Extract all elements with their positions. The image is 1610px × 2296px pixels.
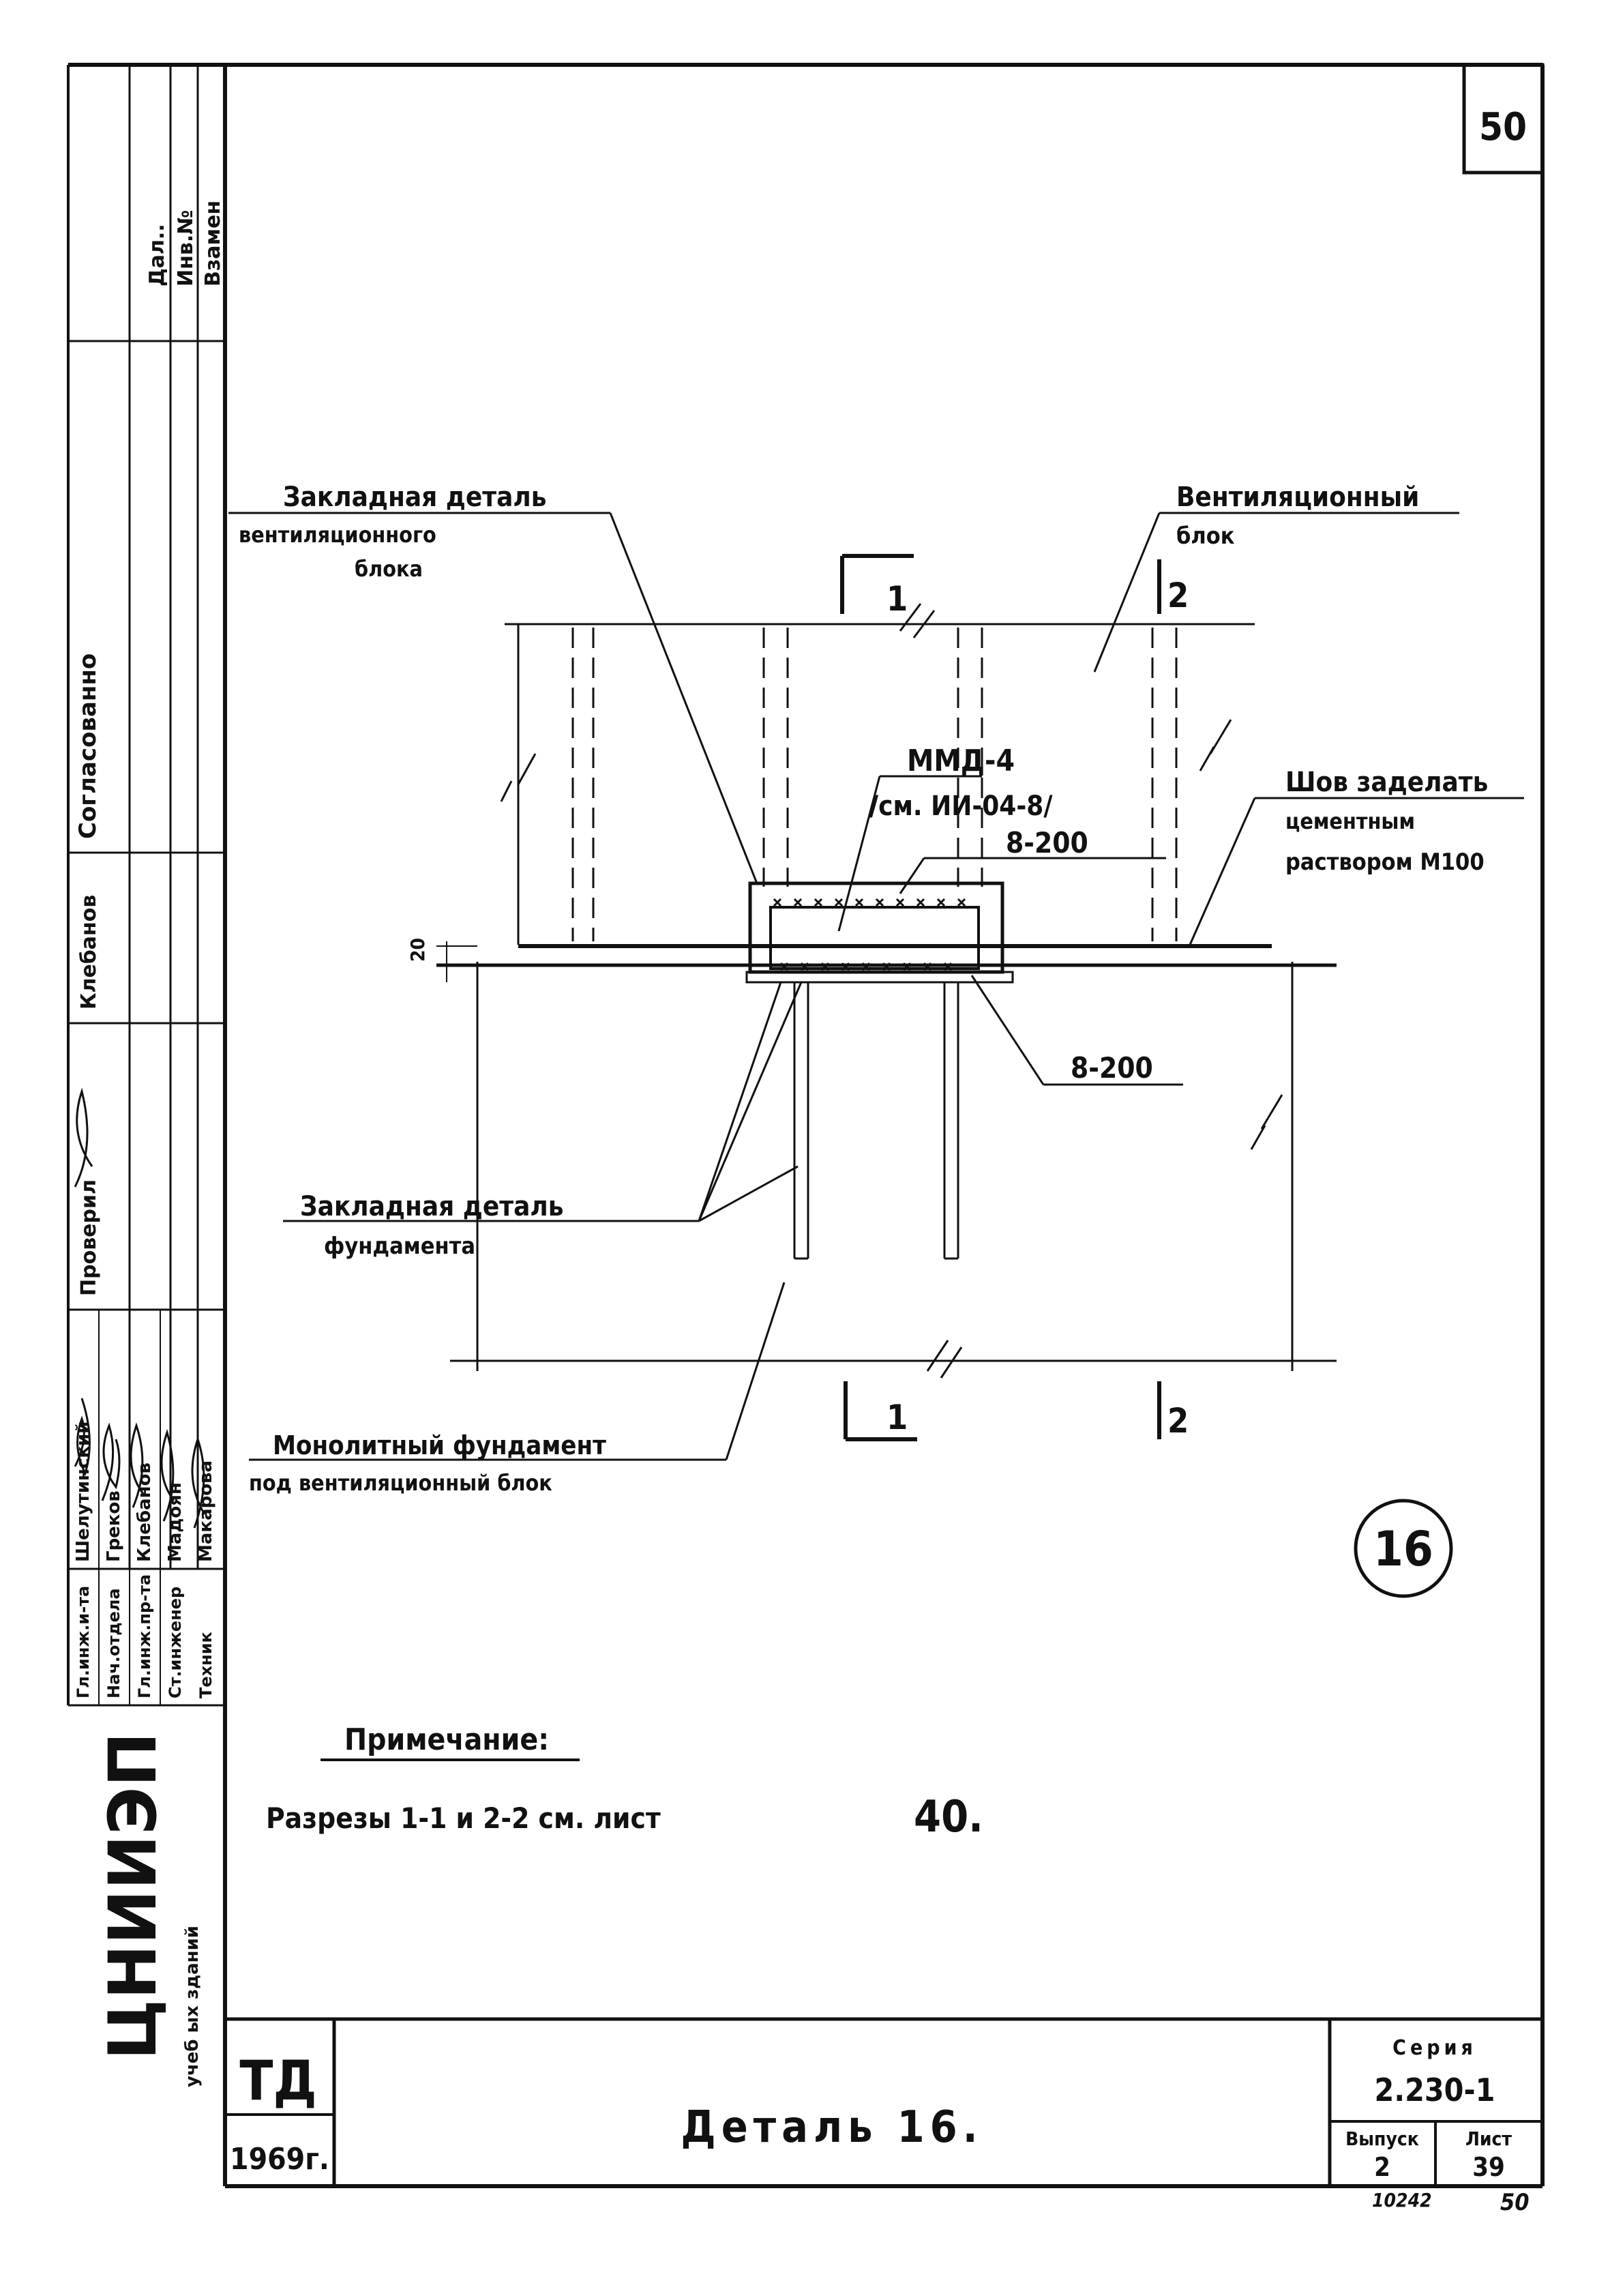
signature-4 [160,1428,175,1522]
stamp-role-2: Нач.отдела [104,1588,123,1698]
sheet-frame [67,63,1545,2188]
label-seam-3: раствором М100 [1285,849,1485,876]
foundation [436,962,1337,1371]
label-seam-2: цементным [1285,808,1415,834]
note-title: Примечание: [344,1722,549,1757]
embedded-parts [745,881,1014,1260]
label-embedded-vent: Закладная деталь вентиляционного блока [228,482,758,884]
label-embedded-vent-1: Закладная деталь [283,482,546,513]
tb-td: ТД [239,2049,316,2113]
label-embedded-vent-2: вентиляционного [239,522,436,548]
label-mark-ref: /см. ИИ-04-8/ [869,791,1053,822]
title-block: ТД 1969г. Деталь 16. Серия 2.230-1 Выпус… [225,2017,1542,2216]
signature-1 [74,1398,91,1477]
stamp-role-5: Техник [196,1632,215,1698]
stamp-institute: ЦНИИЭП [95,1732,171,2060]
tb-year: 1969г. [230,2142,329,2177]
stamp-check-label: Проверил [77,1179,101,1296]
label-vent-block-1: Вентиляционный [1176,482,1419,513]
stamp-role-1: Гл.инж.и-та [74,1586,93,1698]
section-1-top: 1 [886,579,908,619]
label-weld-bottom-text: 8-200 [1071,1051,1153,1085]
label-weld-top-text: 8-200 [1006,826,1088,859]
vent-block [500,623,1272,948]
sheet-number-box: 50 [1462,63,1545,175]
signature-3 [130,1422,145,1508]
note-sheet: 40. [914,1792,983,1842]
label-monolith-2: под вентиляционный блок [249,1470,552,1496]
side-stamp: Взамен Инв.№ Дал.. Согласованно Клебанов… [67,201,225,2087]
label-mark-top: ММД-4 [907,744,1015,778]
stamp-inv: Инв.№ [174,210,198,286]
stamp-role-3: Гл.инж.пр-та [135,1574,154,1698]
detail-circle: 16 [1354,1499,1453,1598]
label-vent-block: Вентиляционный блок [1093,482,1459,673]
note: Примечание: Разрезы 1-1 и 2-2 см. лист 4… [266,1722,983,1842]
tb-sheet-label: Лист [1465,2128,1512,2150]
tb-stamp-number: 10242 [1372,2189,1432,2211]
dimension-20: 20 [406,938,477,982]
dimension-20-label: 20 [406,938,429,962]
label-embedded-vent-3: блока [355,556,423,582]
label-embedded-foundation-2: фундамента [324,1233,475,1260]
tb-sheet-old: 50 [1500,2189,1530,2216]
tb-title: Деталь 16. [681,2102,983,2153]
stamp-name-2: Греков [104,1490,124,1562]
label-vent-block-2: блок [1176,523,1235,550]
detail-number: 16 [1373,1521,1433,1577]
signature-5 [191,1436,206,1529]
section-2-top: 2 [1167,576,1189,615]
stamp-role-4: Ст.инженер [166,1587,185,1698]
stamp-approval-name: Клебанов [77,895,101,1010]
stamp-name-3: Клебанов [134,1462,155,1562]
tb-issue-value: 2 [1374,2152,1390,2182]
note-text: Разрезы 1-1 и 2-2 см. лист [266,1801,661,1835]
stamp-approval-label: Согласованно [74,653,102,839]
signature-2 [101,1422,121,1501]
stamp-dal: Дал.. [145,224,169,286]
tb-sheet-value: 39 [1472,2152,1505,2182]
label-weld-top: 8-200 [899,826,1166,894]
tb-series-value: 2.230-1 [1375,2072,1495,2108]
label-monolith-1: Монолитный фундамент [273,1430,606,1460]
section-1-bottom: 1 [886,1398,908,1437]
label-embedded-foundation-1: Закладная деталь [300,1191,563,1222]
label-seam-1: Шов заделать [1285,767,1488,798]
sheet-number: 50 [1479,105,1527,149]
section-2-bottom: 2 [1167,1401,1189,1441]
stamp-institute-sub: учеб ых зданий [182,1926,203,2087]
label-embedded-foundation: Закладная деталь фундамента [283,982,803,1260]
signature-check [74,1087,93,1188]
label-seam: Шов заделать цементным раствором М100 [1189,767,1524,945]
tb-issue-label: Выпуск [1345,2128,1419,2150]
label-mark: ММД-4 /см. ИИ-04-8/ [837,744,1053,932]
section-marks: 1 2 1 2 [840,554,1189,1441]
tb-series-label: Серия [1392,2036,1477,2060]
label-monolith: Монолитный фундамент под вентиляционный … [249,1282,786,1496]
stamp-vzamen: Взамен [201,201,225,286]
stamp-name-4: Мадоян [165,1482,185,1562]
label-weld-bottom: 8-200 [970,975,1183,1086]
